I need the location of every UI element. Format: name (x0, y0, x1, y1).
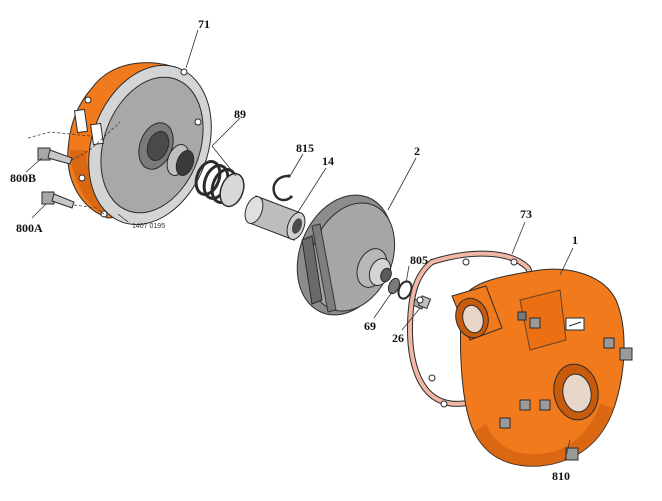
callout-73: 73 (520, 207, 532, 221)
mechanical-seal-part (166, 144, 245, 208)
callout-14: 14 (322, 154, 334, 168)
callout-800a: 800A (16, 221, 43, 235)
callout-26: 26 (392, 331, 404, 345)
callout-89: 89 (234, 107, 246, 121)
callout-71: 71 (198, 17, 210, 31)
callout-labels: 71 89 815 14 2 805 69 26 73 1 810 800B 8… (10, 17, 578, 483)
callout-805: 805 (410, 253, 428, 267)
leader-lines (25, 29, 574, 461)
callout-69: 69 (364, 319, 376, 333)
callout-815: 815 (296, 141, 314, 155)
callout-810: 810 (552, 469, 570, 483)
washer-part (397, 280, 413, 300)
callout-1: 1 (572, 233, 578, 247)
shaft-sleeve-part (244, 195, 306, 241)
drawing-code: 1407 0195 (132, 223, 165, 230)
cap-screw-a-part (41, 191, 75, 209)
callout-800b: 800B (10, 171, 36, 185)
impeller-part (296, 194, 396, 316)
pump-casing-part (451, 268, 633, 467)
retaining-ring-part (272, 174, 293, 202)
callout-2: 2 (414, 144, 420, 158)
cap-screw-b-part (37, 147, 73, 165)
backplate-part (67, 62, 212, 226)
